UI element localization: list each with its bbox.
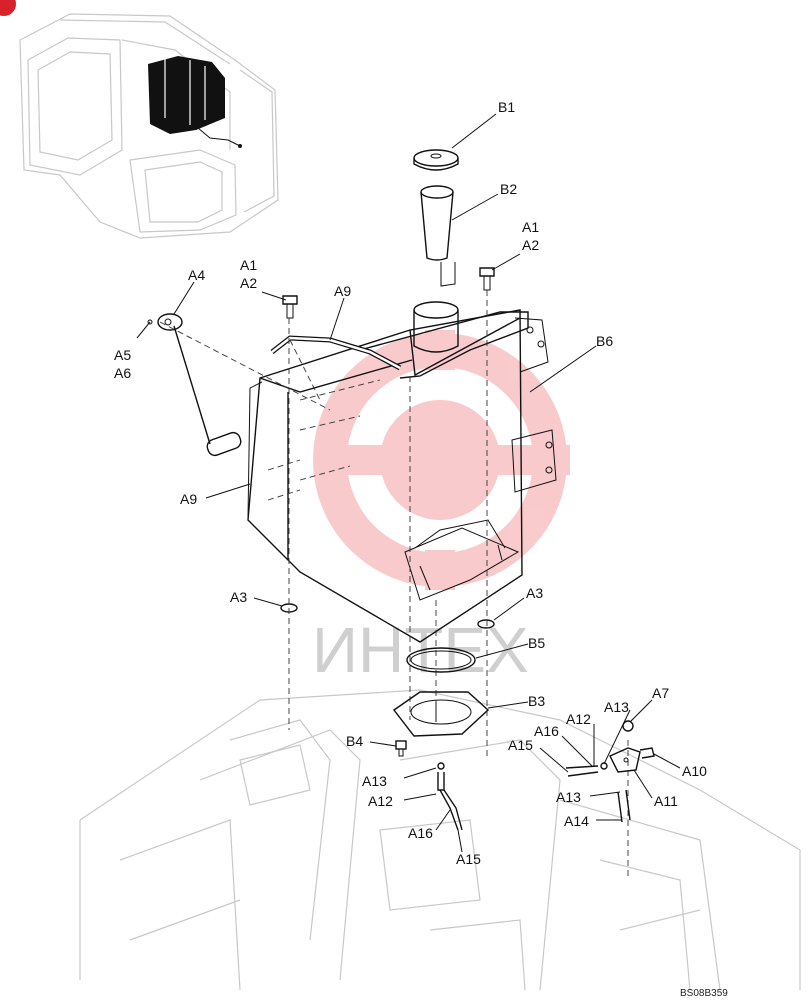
label-a11: A11 [654, 793, 678, 809]
label-a13-left: A13 [362, 773, 387, 789]
fuel-level-sensor [147, 313, 242, 457]
label-b1: B1 [498, 99, 515, 115]
label-a12-left: A12 [368, 793, 393, 809]
label-a13-right-bottom: A13 [556, 789, 581, 805]
label-a3-left: A3 [230, 589, 247, 605]
label-a9-left: A9 [180, 491, 197, 507]
label-b5: B5 [528, 635, 545, 651]
watermark-logo [313, 330, 570, 590]
page-corner-badge [0, 0, 16, 16]
label-a7: A7 [652, 685, 669, 701]
label-a14: A14 [564, 813, 589, 829]
fuel-strainer [420, 185, 456, 287]
label-a4: A4 [188, 267, 205, 283]
label-a6: A6 [114, 365, 131, 381]
label-a12-right: A12 [566, 711, 591, 727]
label-a1-left: A1 [240, 257, 257, 273]
label-a5: A5 [114, 347, 131, 363]
label-b3: B3 [528, 693, 545, 709]
o-ring [406, 647, 476, 673]
drawing-code: BS08B359 [680, 988, 728, 999]
plate-bolt [395, 740, 407, 757]
label-a2-top: A2 [522, 237, 539, 253]
label-b4: B4 [346, 733, 363, 749]
bolt-right [479, 267, 495, 291]
label-b2: B2 [500, 181, 517, 197]
machine-inset [19, 13, 279, 239]
label-a9-top: A9 [334, 283, 351, 299]
frame-chassis [79, 689, 801, 991]
washer-right [477, 619, 495, 629]
label-a15-right: A15 [508, 737, 533, 753]
leader-lines [136, 113, 681, 853]
fuel-cap [413, 149, 459, 171]
label-a1-top: A1 [522, 219, 539, 235]
label-b6: B6 [596, 333, 613, 349]
label-a15-left: A15 [456, 851, 481, 867]
tank-location-highlight [148, 56, 225, 134]
label-a10: A10 [682, 763, 707, 779]
filler-neck [413, 301, 459, 353]
label-a16-right: A16 [534, 723, 559, 739]
label-a2-left: A2 [240, 275, 257, 291]
label-a3-right: A3 [526, 585, 543, 601]
part-labels: B1 B2 A1 A2 A1 A2 A9 A4 A5 A6 B6 A9 A3 A… [114, 99, 707, 867]
bottom-plate [392, 691, 490, 737]
drain-fitting-right [565, 720, 655, 823]
label-a13-right-top: A13 [604, 699, 629, 715]
drain-fitting-left [437, 762, 463, 831]
bolt-left [282, 295, 298, 319]
label-a16-left: A16 [408, 825, 433, 841]
